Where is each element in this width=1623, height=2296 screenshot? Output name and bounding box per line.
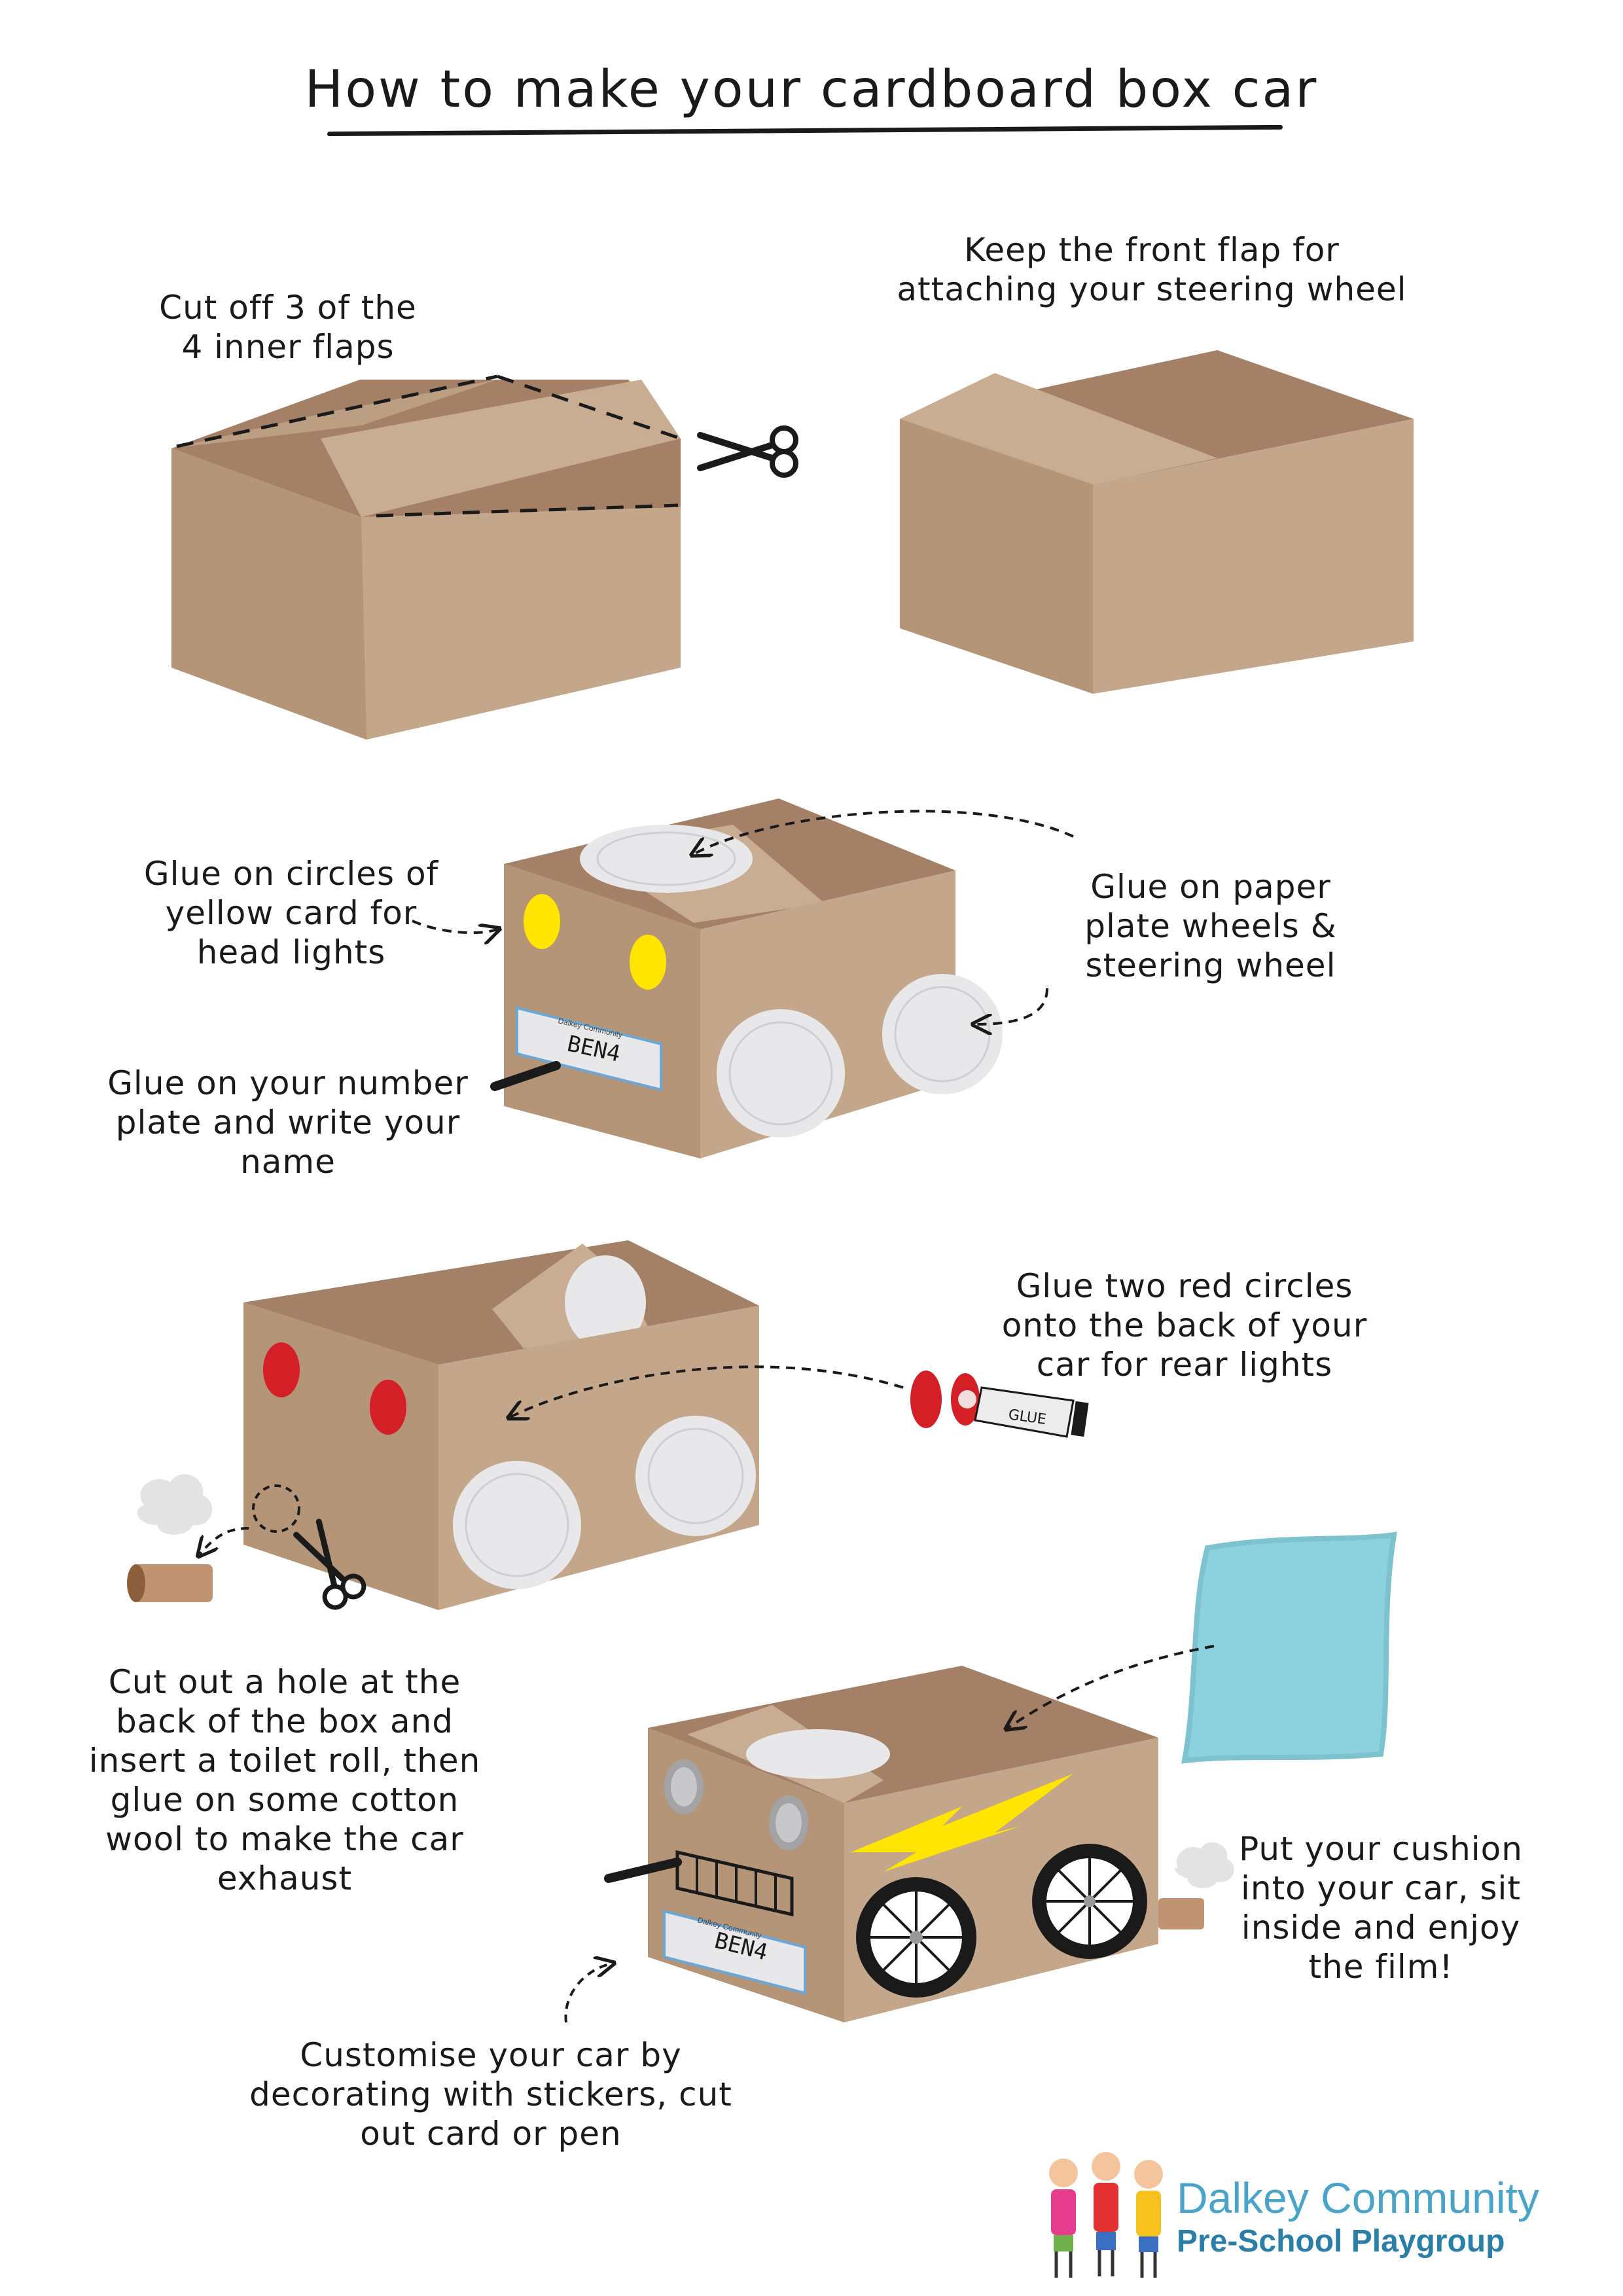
step-customise: Customise your car by decorating with st… bbox=[249, 2036, 732, 2153]
toilet-roll-icon bbox=[127, 1564, 213, 1602]
step-number-plate: Glue on your number plate and write your… bbox=[107, 1064, 469, 1181]
logo-figures-icon bbox=[1049, 2152, 1163, 2278]
open-flaps-box bbox=[171, 374, 681, 740]
step-cushion: Put your cushion into your car, sit insi… bbox=[1239, 1830, 1523, 1986]
cushion-icon bbox=[1181, 1532, 1397, 1764]
grille bbox=[675, 1850, 794, 1917]
step-exhaust: Cut out a hole at the back of the box an… bbox=[88, 1663, 481, 1897]
step-rear-lights: Glue two red circles onto the back of yo… bbox=[1001, 1267, 1368, 1384]
decorated-box-rear bbox=[243, 1240, 759, 1610]
decorated-box-front bbox=[490, 798, 1003, 1158]
number-plate bbox=[516, 1006, 662, 1092]
cotton-wool-icon bbox=[137, 1474, 213, 1535]
step-cut-flaps: Cut off 3 of the 4 inner flaps bbox=[159, 289, 417, 366]
logo: Dalkey Community Pre-School Playgroup bbox=[1177, 2173, 1539, 2261]
glue-stick-icon: GLUE bbox=[974, 1386, 1089, 1438]
step-wheels: Glue on paper plate wheels & steering wh… bbox=[1084, 868, 1337, 984]
step-headlights: Glue on circles of yellow card for head … bbox=[143, 855, 439, 971]
closed-box bbox=[900, 350, 1414, 694]
front-wheel bbox=[856, 1877, 976, 1998]
logo-subtitle: Pre-School Playgroup bbox=[1177, 2224, 1505, 2259]
finished-car bbox=[604, 1666, 1234, 2022]
rear-wheel bbox=[1032, 1844, 1147, 1959]
red-circles-icon bbox=[910, 1371, 980, 1428]
scissors-icon bbox=[293, 1518, 366, 1610]
page-title: How to make your cardboard box car bbox=[304, 60, 1319, 119]
scissors-icon bbox=[697, 425, 798, 478]
lightning-bolt-icon bbox=[851, 1774, 1073, 1872]
logo-name: Dalkey Community bbox=[1177, 2174, 1539, 2222]
step-keep-flap: Keep the front flap for attaching your s… bbox=[897, 231, 1407, 308]
